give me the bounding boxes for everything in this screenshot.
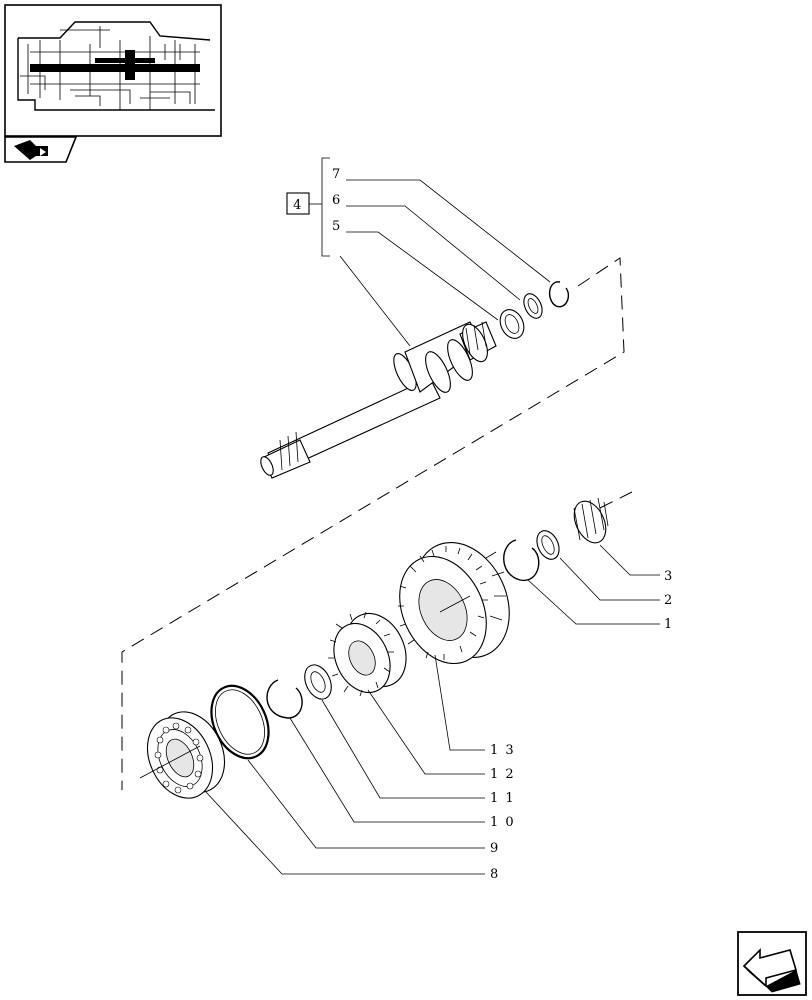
group-label-box xyxy=(286,192,310,215)
callout-6: 6 xyxy=(332,193,342,208)
callout-12: 1 2 xyxy=(490,767,515,782)
spline-sleeve-3 xyxy=(573,497,609,544)
callout-11: 1 1 xyxy=(490,791,515,806)
transmission-section-icon xyxy=(17,21,215,111)
washer-6 xyxy=(523,293,543,319)
callout-5: 5 xyxy=(332,219,342,234)
snap-ring-7 xyxy=(549,281,570,308)
gear-12 xyxy=(328,611,407,697)
callout-3: 3 xyxy=(664,569,674,584)
callout-2: 2 xyxy=(664,593,674,608)
washer-2 xyxy=(536,530,560,560)
main-shaft xyxy=(260,321,497,479)
group-label: 4 xyxy=(293,198,303,213)
callout-10: 1 0 xyxy=(490,815,515,830)
snap-ring-1 xyxy=(503,539,540,581)
callout-leaders xyxy=(205,544,660,875)
ball-bearing-8 xyxy=(146,711,226,799)
callout-9: 9 xyxy=(490,841,500,856)
callout-1: 1 xyxy=(664,617,674,632)
thumbnail-overview[interactable] xyxy=(4,4,222,163)
needle-bearing-5 xyxy=(499,309,525,339)
next-page-arrow-icon[interactable] xyxy=(737,931,807,996)
washer-11 xyxy=(304,664,332,700)
callout-8: 8 xyxy=(490,867,500,882)
group-bracket: 4 7 6 5 xyxy=(286,157,551,347)
snap-ring-10 xyxy=(266,679,303,719)
callout-13: 1 3 xyxy=(490,743,515,758)
callout-7: 7 xyxy=(332,167,342,182)
book-arrow-icon xyxy=(14,140,48,160)
